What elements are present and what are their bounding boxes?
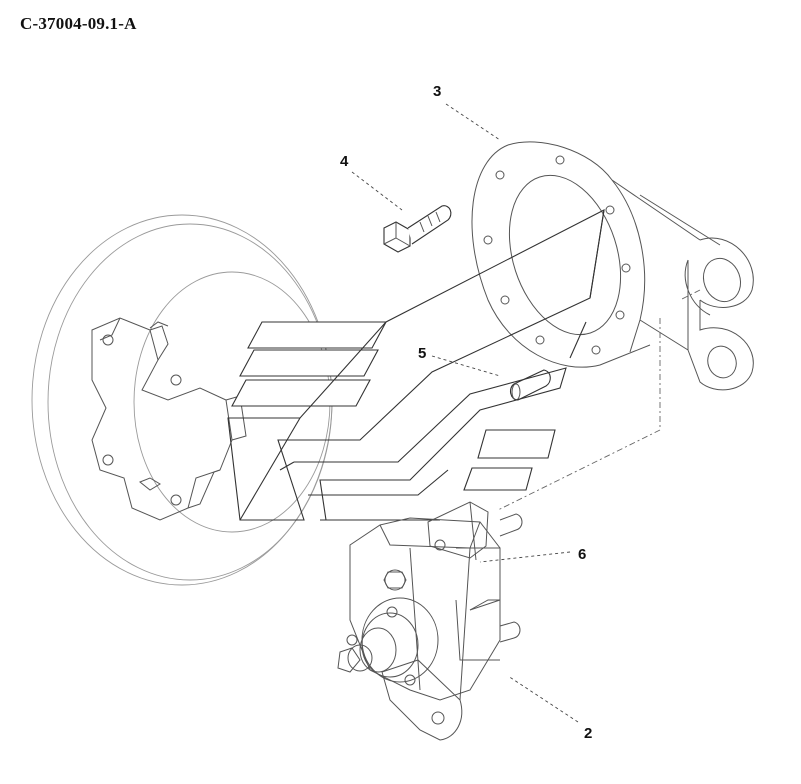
caliper-bracket (471, 141, 754, 391)
caliper-assembly (337, 501, 523, 741)
assembly-lines (497, 289, 701, 511)
hub-flange (91, 317, 247, 521)
bolt (383, 205, 452, 253)
callout-5: 5 (418, 345, 426, 362)
pad-spring-clip (227, 209, 605, 521)
callout-3: 3 (433, 83, 441, 100)
figure-code: C-37004-09.1-A (20, 14, 137, 33)
callout-6: 6 (578, 546, 586, 563)
brake-pads (231, 321, 556, 491)
guide-pin (509, 369, 551, 401)
leader-lines (351, 103, 579, 723)
callout-4: 4 (340, 153, 349, 170)
callout-2: 2 (584, 725, 592, 742)
